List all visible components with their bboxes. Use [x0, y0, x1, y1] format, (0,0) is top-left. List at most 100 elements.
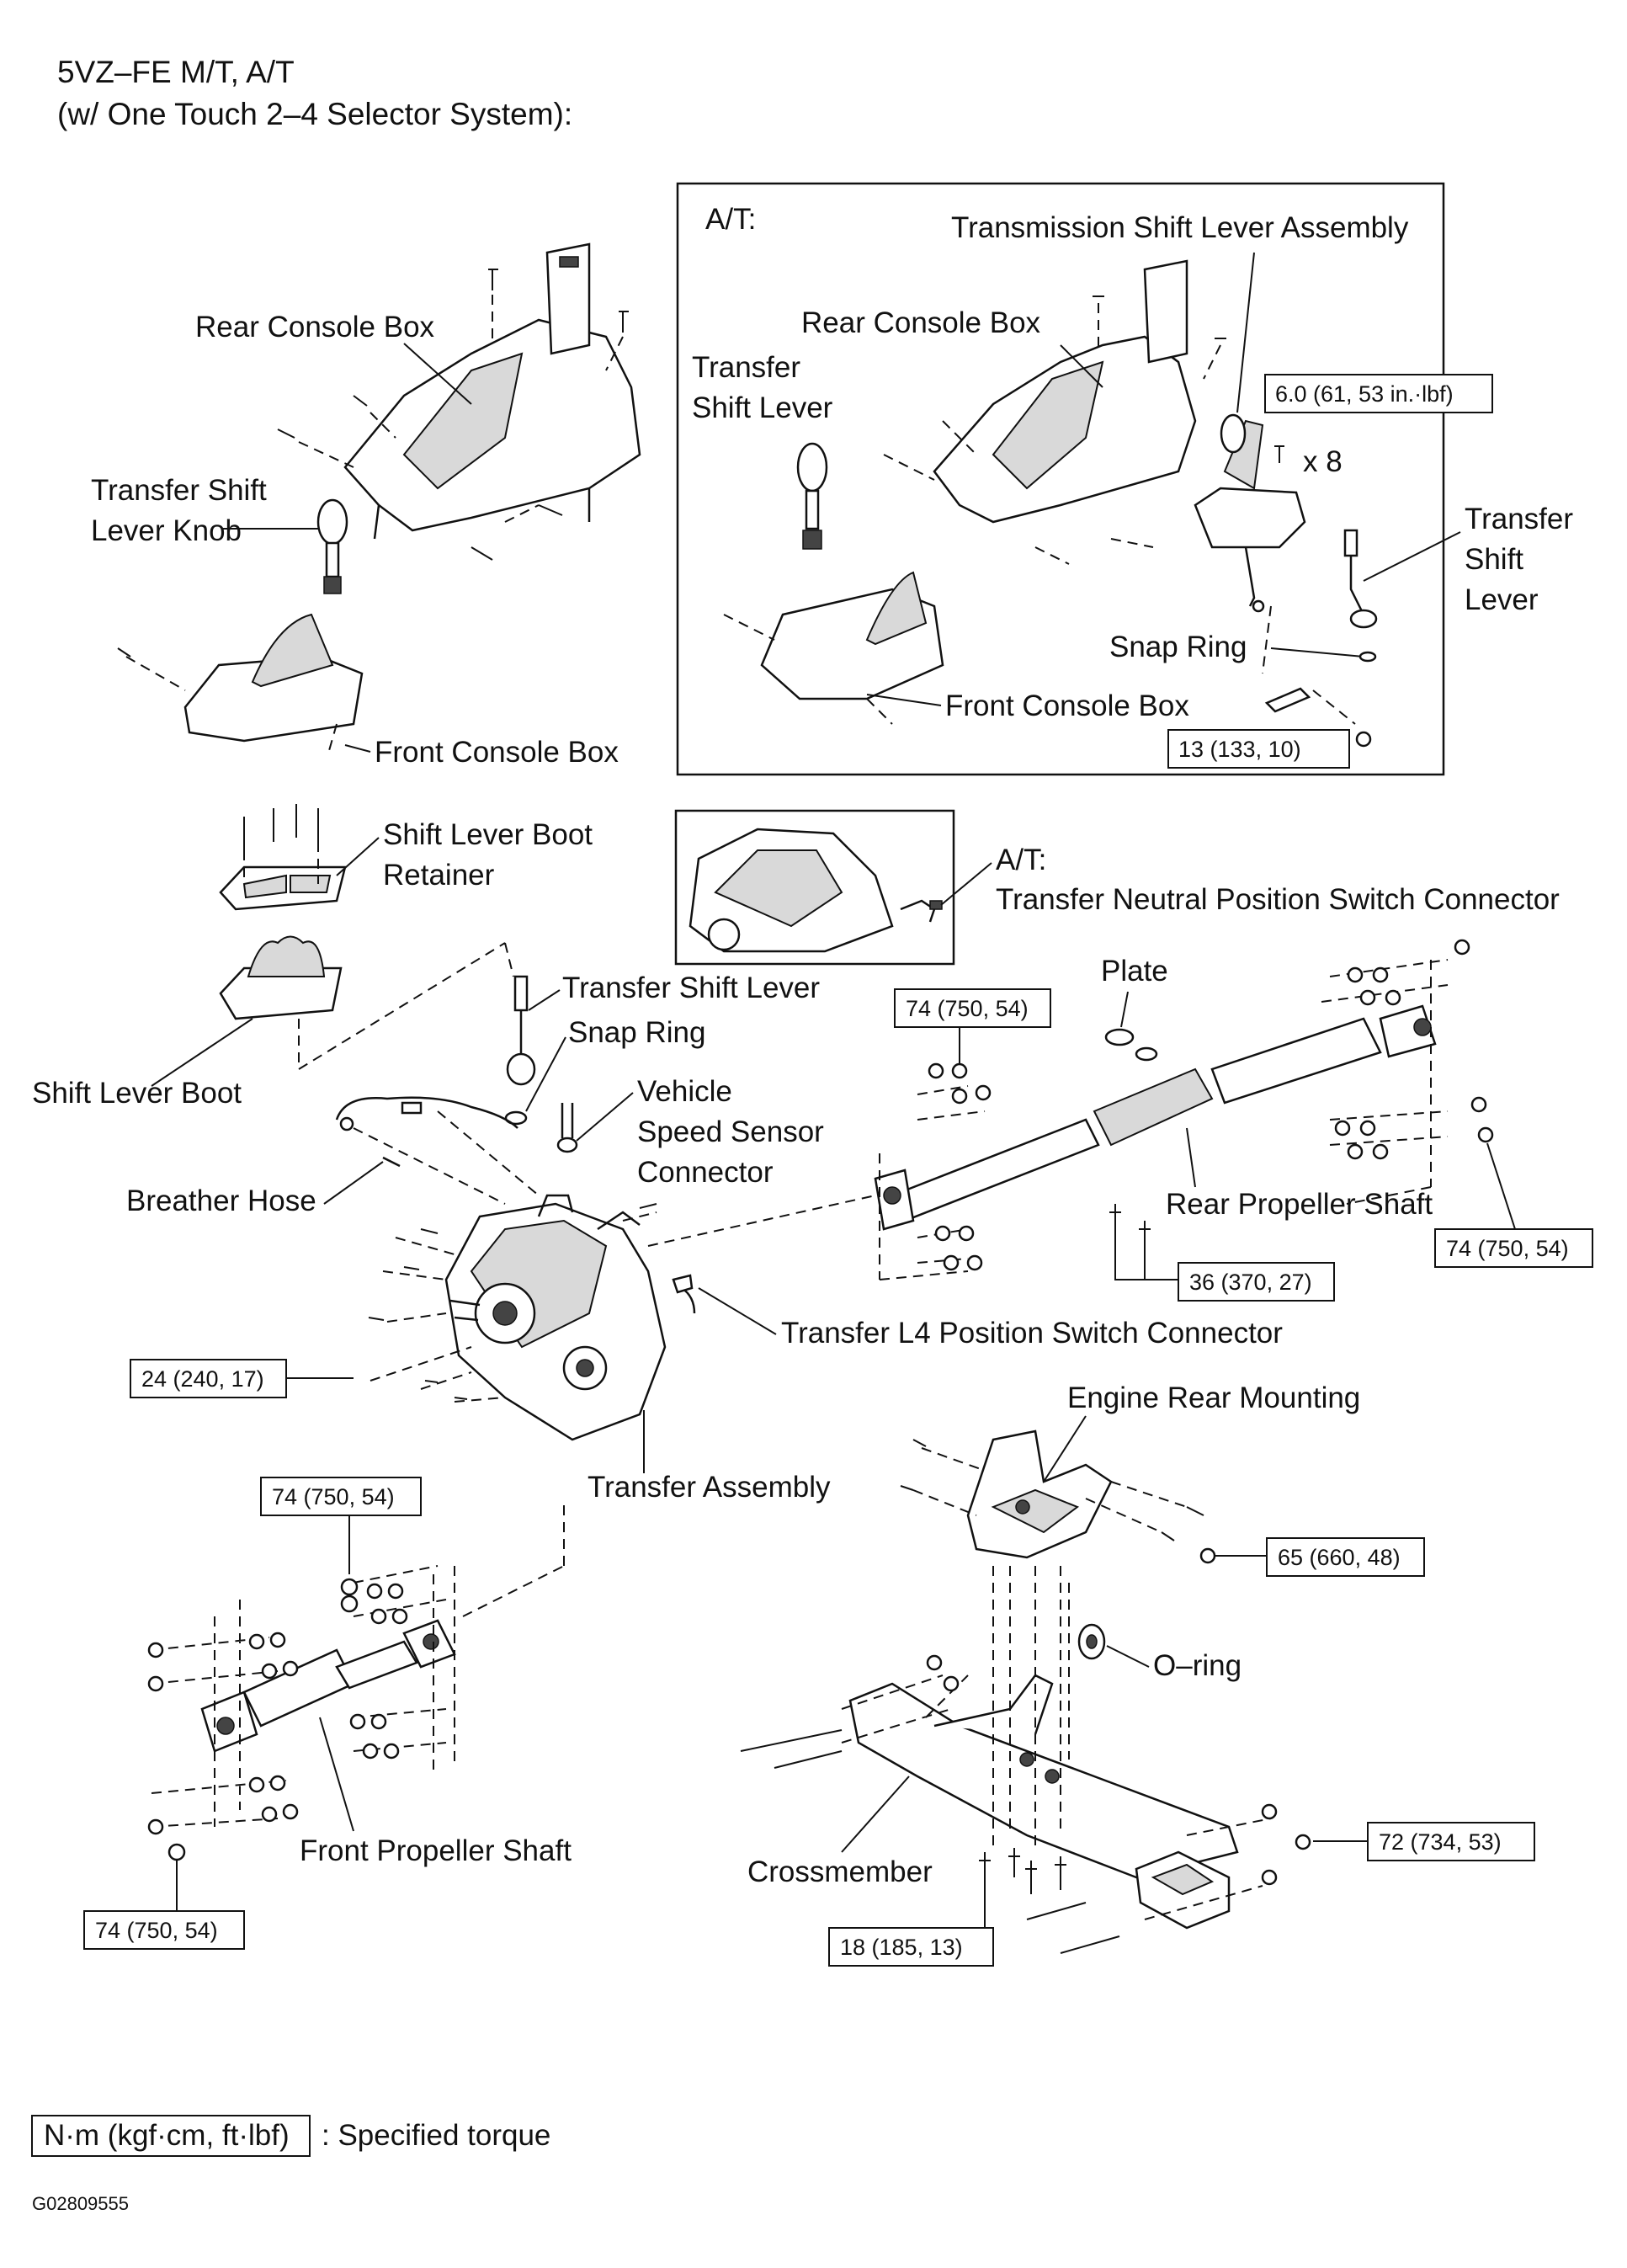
inset-switch-frame: [674, 809, 955, 966]
label-transfer-shift-lever-knob-1: Transfer Shift: [91, 474, 267, 507]
label-front-console-box-mt: Front Console Box: [375, 736, 619, 769]
front-console-box-at: [723, 571, 944, 725]
label-transfer-shift-lever-knob-2: Lever Knob: [91, 514, 242, 547]
dash-breather: [353, 1110, 540, 1205]
leader-front-console-box-mt: [344, 744, 371, 753]
leader-crossmember: [841, 1776, 910, 1853]
long-bolts-crossmember: [740, 1729, 1120, 1954]
plate-2: [1135, 1046, 1158, 1062]
nuts-crossmember: [926, 1654, 1311, 1886]
torque-box-65: [1266, 1537, 1425, 1577]
torque-box-18: [828, 1927, 994, 1967]
transmission-shift-lever-assembly: [1194, 413, 1306, 613]
transfer-shift-lever-at: [1343, 529, 1378, 629]
dash-boot: [298, 942, 514, 1070]
dash-transfer-bolts: [370, 1211, 657, 1403]
leader-front-propeller-shaft: [319, 1717, 354, 1832]
dash-crossmember: [841, 1566, 1272, 1920]
leader-tsl-right: [1363, 531, 1461, 582]
label-transfer-shift-lever-at-1: Transfer: [692, 351, 800, 384]
label-crossmember: Crossmember: [747, 1855, 933, 1888]
label-vehicle-speed-sensor-2: Speed Sensor: [637, 1115, 824, 1148]
shift-lever-boot: [219, 935, 343, 1020]
front-propeller-shaft: [200, 1619, 456, 1753]
rear-propeller-shaft: [874, 1004, 1437, 1231]
nut-65: [1199, 1547, 1216, 1564]
leader-snap-ring: [525, 1036, 566, 1112]
snap-ring: [504, 1110, 528, 1126]
legend-unit-text: N·m (kgf·cm, ft·lbf): [44, 2119, 290, 2152]
label-x8: x 8: [1303, 445, 1343, 478]
diagram-title: 5VZ–FE M/T, A/T: [57, 55, 295, 89]
leader-tsla: [1236, 252, 1255, 413]
leader-74-rear-right: [1486, 1142, 1516, 1230]
plate-1: [1104, 1028, 1135, 1046]
label-transmission-shift-lever-assembly: Transmission Shift Lever Assembly: [951, 211, 1409, 244]
label-inset-switch-1: A/T:: [996, 844, 1046, 876]
front-console-box-mt: [117, 613, 364, 754]
transfer-assembly: [444, 1194, 667, 1441]
bolts-18: [979, 1848, 1066, 1928]
transfer-l4-switch-connector: [672, 1274, 696, 1314]
rear-console-box-mt: [343, 242, 641, 540]
nuts-front-shaft: [147, 1578, 408, 1861]
crossmember: [848, 1674, 1239, 1930]
torque-13-text: 13 (133, 10): [1178, 737, 1301, 762]
nuts-rear-shaft: [928, 939, 1494, 1271]
label-transfer-l4-switch: Transfer L4 Position Switch Connector: [781, 1317, 1283, 1350]
inset-switch-drawing: [689, 828, 943, 953]
torque-74-front-top-text: 74 (750, 54): [272, 1484, 395, 1509]
torque-74-rear-right-text: 74 (750, 54): [1446, 1236, 1569, 1261]
bolts-engine-mount: [900, 1439, 1204, 1541]
leader-retainer: [336, 837, 380, 876]
vehicle-speed-sensor-connector: [556, 1103, 578, 1153]
torque-65-text: 65 (660, 48): [1278, 1545, 1401, 1570]
torque-72-text: 72 (734, 53): [1379, 1829, 1502, 1855]
label-rear-console-box-at: Rear Console Box: [801, 306, 1041, 339]
leader-snap-ring-at: [1270, 647, 1364, 658]
label-front-console-box-at: Front Console Box: [945, 689, 1189, 722]
label-front-propeller-shaft: Front Propeller Shaft: [300, 1834, 572, 1867]
label-plate: Plate: [1101, 955, 1168, 988]
leader-transfer-shift-lever: [528, 989, 561, 1011]
label-o-ring: O–ring: [1153, 1649, 1242, 1682]
torque-36-text: 36 (370, 27): [1189, 1270, 1312, 1295]
shift-rod-at: [1264, 687, 1311, 713]
leader-engine-rear-mounting: [1043, 1415, 1087, 1483]
label-shift-lever-boot-retainer-1: Shift Lever Boot: [383, 818, 593, 851]
legend-text: : Specified torque: [322, 2119, 550, 2152]
diagram-subtitle: (w/ One Touch 2–4 Selector System):: [57, 97, 572, 131]
label-shift-lever-boot: Shift Lever Boot: [32, 1077, 242, 1110]
torque-box-74-rear-right: [1434, 1228, 1593, 1268]
leader-shift-lever-boot: [151, 1018, 253, 1087]
leader-breather-hose: [323, 1161, 384, 1205]
torque-box-74-front-top: [260, 1477, 422, 1516]
label-snap-ring-at: Snap Ring: [1109, 631, 1247, 663]
leader-inset-switch: [940, 862, 992, 906]
bolts-36: [1109, 1204, 1178, 1280]
label-transfer-shift-lever: Transfer Shift Lever: [562, 972, 820, 1004]
torque-24-text: 24 (240, 17): [141, 1366, 264, 1392]
transfer-shift-lever: [506, 975, 536, 1086]
leader-o-ring: [1106, 1645, 1150, 1668]
bolts-transfer: [368, 1203, 657, 1400]
inset-at-frame: [676, 182, 1445, 776]
torque-box-6: [1264, 374, 1493, 413]
torque-box-74-rear-top: [894, 988, 1051, 1028]
label-snap-ring: Snap Ring: [568, 1016, 705, 1049]
torque-74-front-bottom-text: 74 (750, 54): [95, 1918, 218, 1943]
engine-rear-mounting: [966, 1429, 1113, 1559]
label-rear-propeller-shaft: Rear Propeller Shaft: [1166, 1188, 1433, 1221]
dash-engine-mount: [912, 1447, 1188, 1533]
bolt-6: [1274, 445, 1284, 463]
torque-6-text: 6.0 (61, 53 in.·lbf): [1275, 381, 1454, 407]
torque-box-24: [130, 1359, 287, 1398]
leader-vss: [576, 1092, 634, 1142]
shift-lever-boot-retainer: [219, 804, 347, 911]
torque-74-rear-top-text: 74 (750, 54): [906, 996, 1029, 1021]
label-engine-rear-mounting: Engine Rear Mounting: [1067, 1382, 1360, 1414]
torque-box-13: [1167, 729, 1350, 769]
nut-13: [1355, 731, 1372, 748]
figure-code: G02809555: [32, 2193, 129, 2214]
